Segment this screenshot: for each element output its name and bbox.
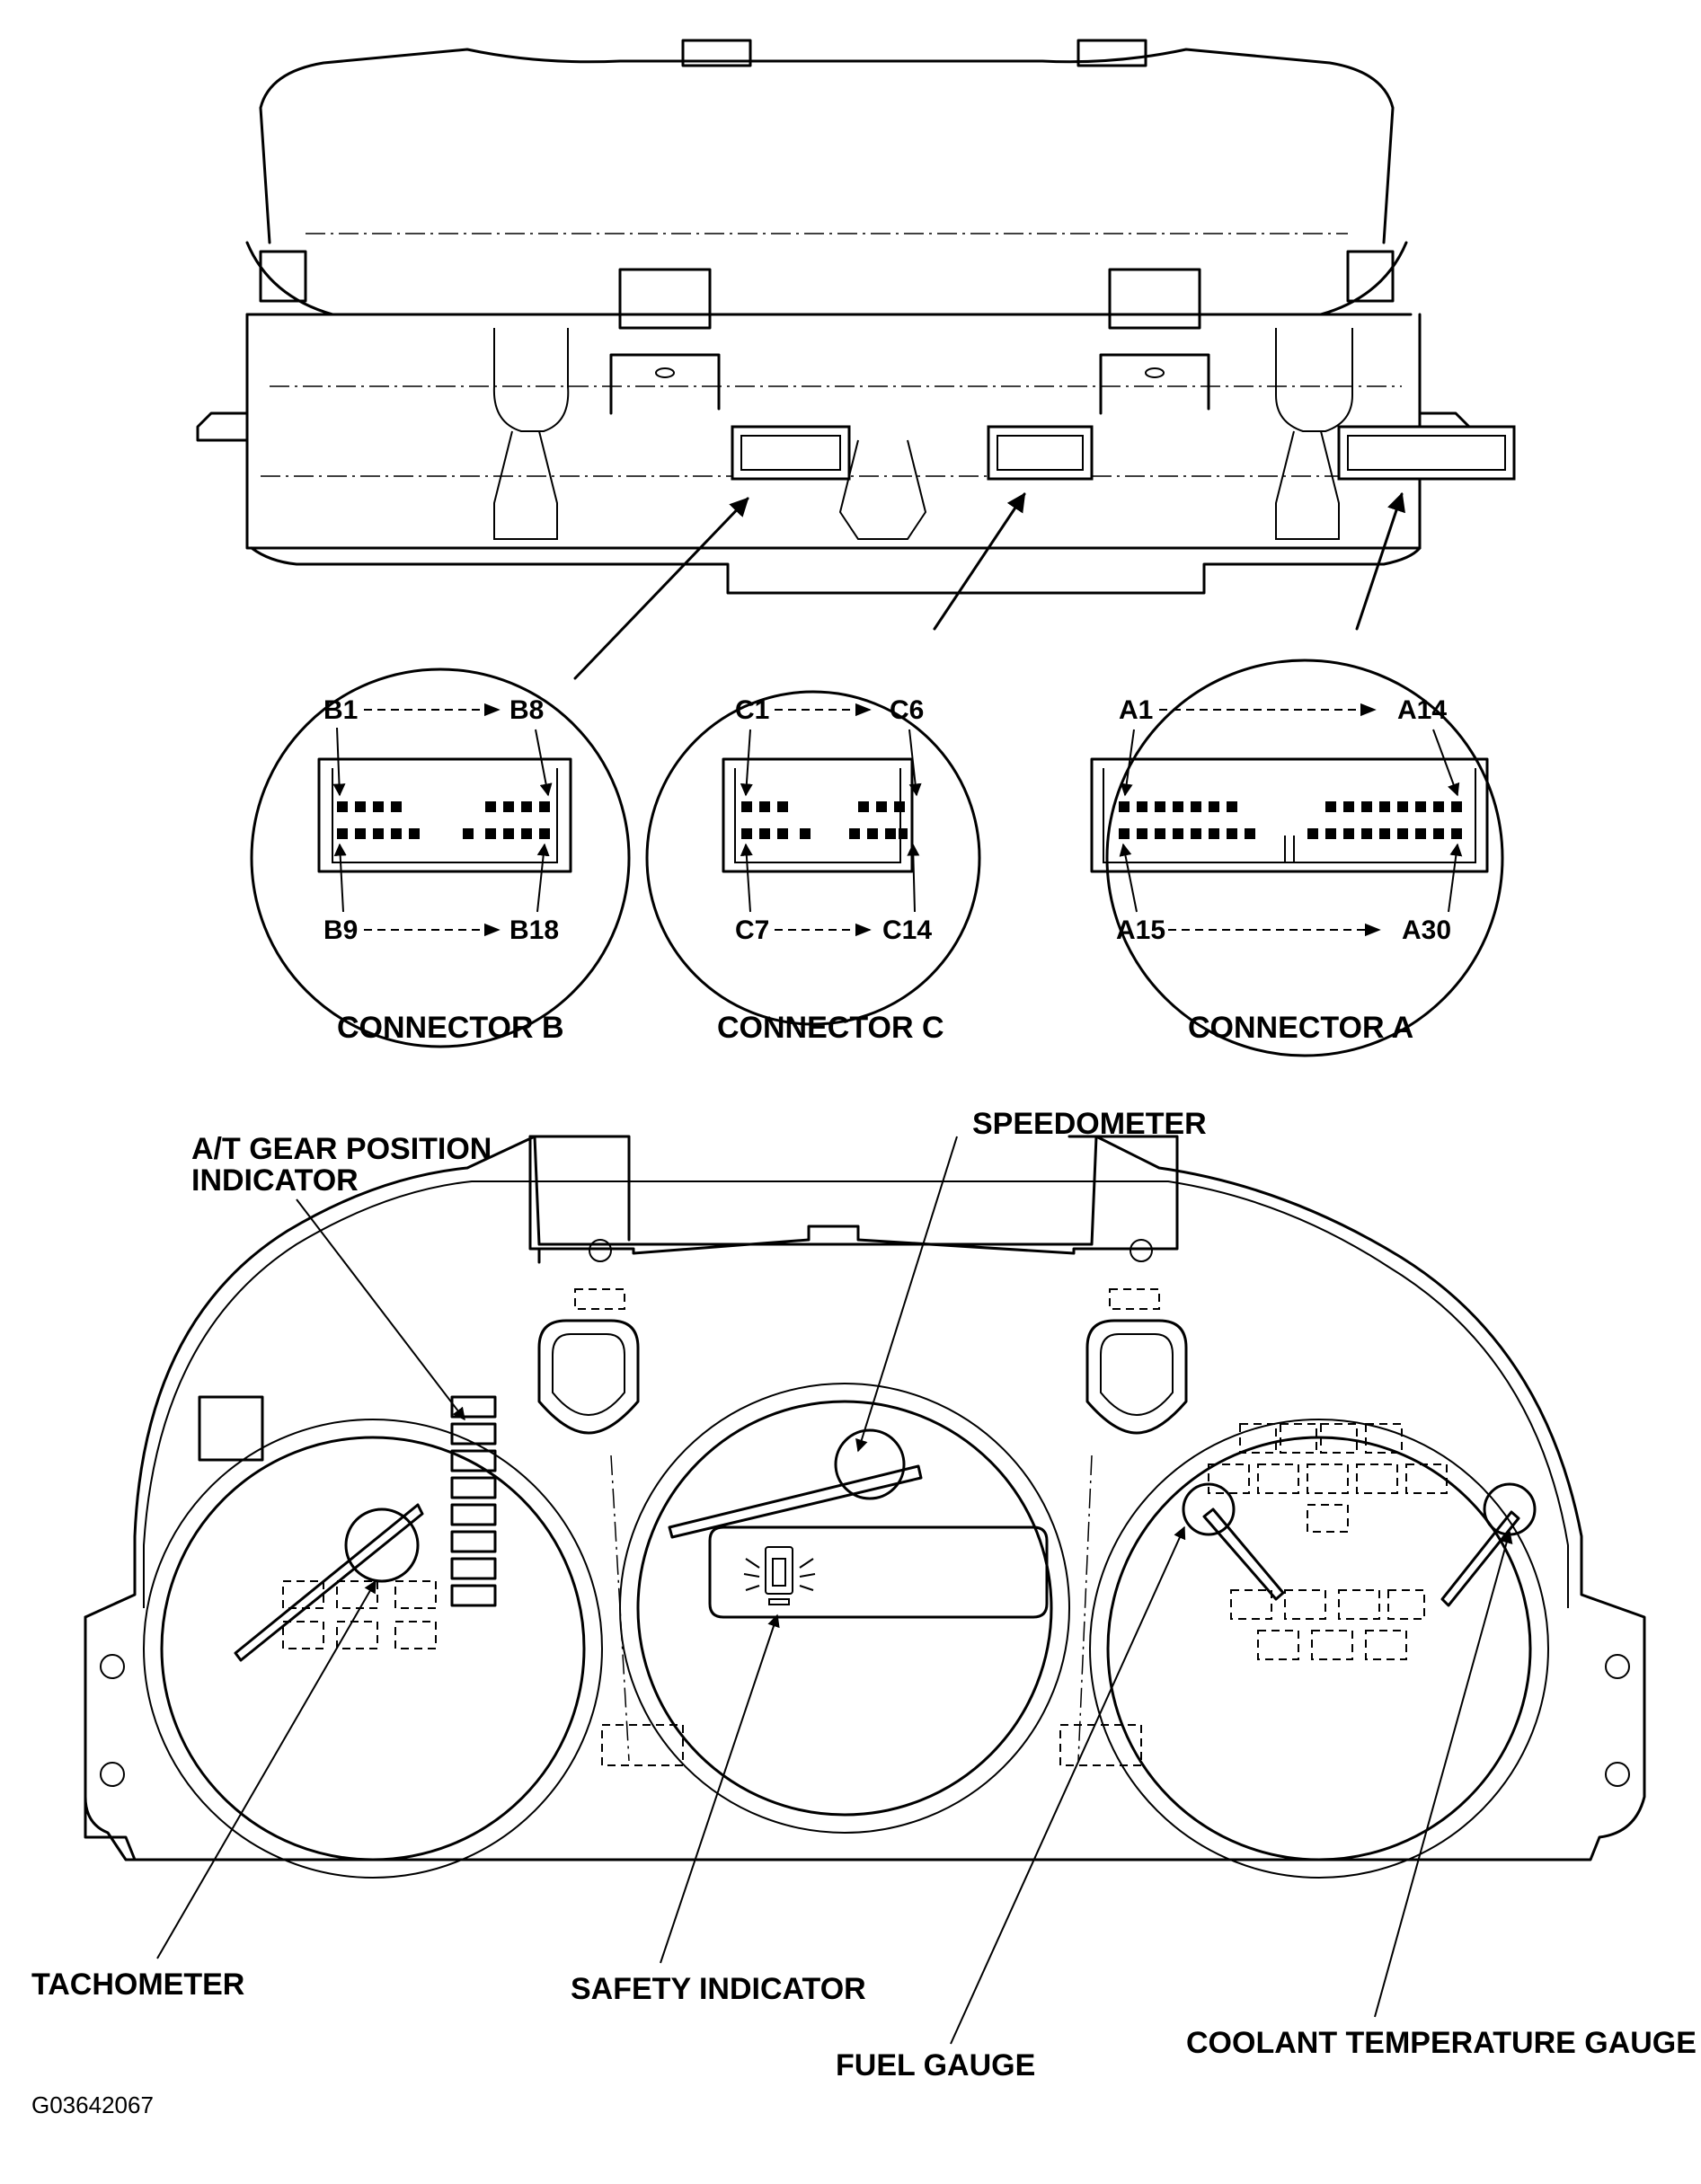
tachometer-leader <box>156 1579 377 1959</box>
pin-label-b18: B18 <box>509 915 559 945</box>
pin-label-a1: A1 <box>1119 695 1153 725</box>
connector-b-title: CONNECTOR B <box>337 1011 564 1045</box>
safety-indicator-leader <box>660 1614 780 1964</box>
pin-label-a30: A30 <box>1402 915 1451 945</box>
cluster-rear-view <box>196 39 1516 595</box>
tachometer-label: TACHOMETER <box>31 1967 244 2002</box>
pin-label-b1: B1 <box>323 695 358 725</box>
gear-position-label-line2: INDICATOR <box>191 1163 359 1198</box>
pin-label-c1: C1 <box>735 695 769 725</box>
coolant-gauge-label: COOLANT TEMPERATURE GAUGE <box>1186 2026 1697 2060</box>
gear-position-leader <box>296 1198 465 1421</box>
connector-c-arrow <box>933 492 1026 631</box>
pin-label-c6: C6 <box>890 695 924 725</box>
pin-label-c7: C7 <box>735 915 769 945</box>
gear-position-lamps <box>450 1395 497 1607</box>
fuel-gauge-label: FUEL GAUGE <box>836 2048 1035 2082</box>
pin-label-b9: B9 <box>323 915 358 945</box>
connector-c: C1 C6 C7 C14 CONNECTOR C <box>645 690 981 1045</box>
cluster-front-view <box>84 1135 1646 1879</box>
connector-c-title: CONNECTOR C <box>717 1011 944 1045</box>
connector-a-title: CONNECTOR A <box>1188 1011 1413 1045</box>
coolant-gauge-leader <box>1374 1530 1513 2018</box>
connector-b: B1 B8 B9 B18 CONNECTOR B <box>250 668 631 1048</box>
figure-id: G03642067 <box>31 2091 154 2118</box>
pin-label-b8: B8 <box>509 695 544 725</box>
fuel-gauge-leader <box>950 1525 1186 2045</box>
connector-b-arrow <box>573 497 749 680</box>
connector-a: A1 A14 A15 A30 CONNECTOR A <box>1090 659 1504 1057</box>
safety-indicator-label: SAFETY INDICATOR <box>571 1972 866 2006</box>
safety-indicator-icon <box>743 1546 816 1605</box>
pin-label-a15: A15 <box>1116 915 1165 945</box>
pin-label-a14: A14 <box>1397 695 1447 725</box>
speedometer-label: SPEEDOMETER <box>972 1107 1207 1141</box>
gear-position-label-line1: A/T GEAR POSITION <box>191 1132 492 1166</box>
pin-label-c14: C14 <box>882 915 932 945</box>
connector-a-arrow <box>1355 492 1405 631</box>
speedometer-leader <box>855 1136 958 1453</box>
